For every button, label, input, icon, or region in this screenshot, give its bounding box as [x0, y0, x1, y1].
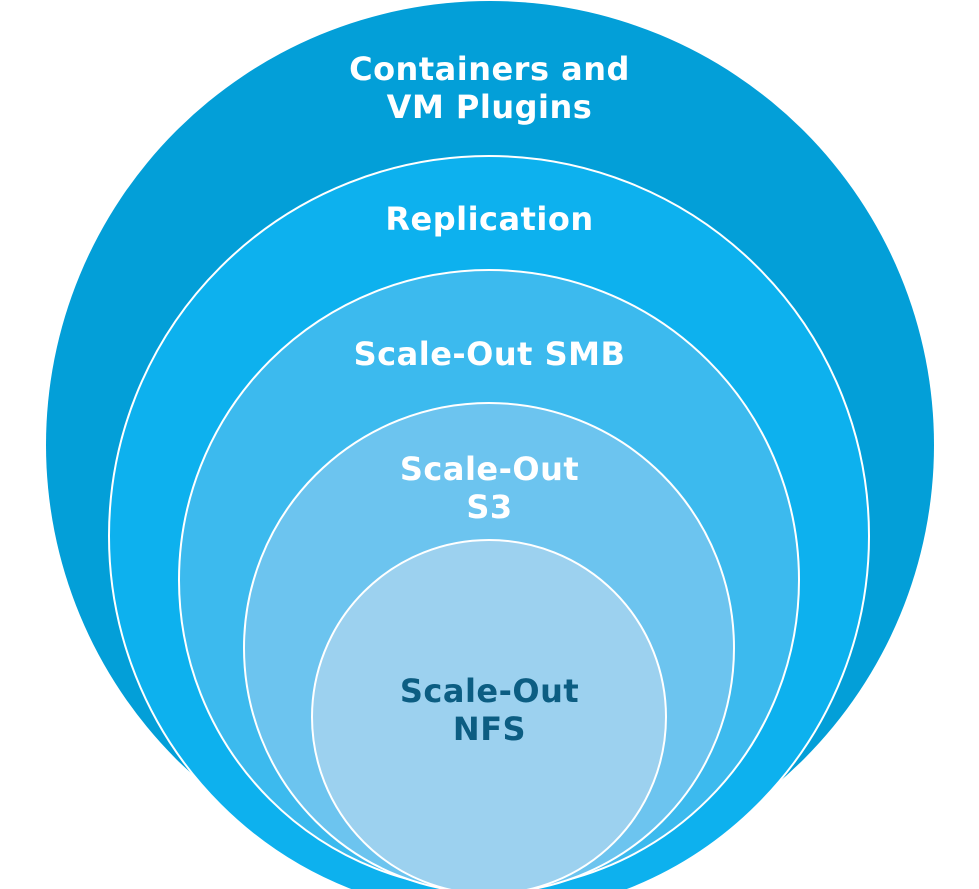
label-line: S3	[466, 488, 513, 526]
circle-scale-out-nfs	[311, 539, 667, 889]
label-line: Containers and	[349, 50, 630, 88]
label-scale-out-smb: Scale-Out SMB	[0, 335, 979, 373]
label-line: Scale-Out SMB	[353, 335, 626, 373]
label-line: NFS	[452, 710, 527, 748]
label-line: Scale-Out	[399, 450, 580, 488]
label-scale-out-s3: Scale-Out S3	[0, 450, 979, 526]
label-line: Scale-Out	[399, 672, 580, 710]
label-containers-vm-plugins: Containers and VM Plugins	[0, 50, 979, 126]
label-replication: Replication	[0, 200, 979, 238]
label-line: VM Plugins	[386, 88, 593, 126]
label-scale-out-nfs: Scale-Out NFS	[0, 672, 979, 748]
label-line: Replication	[385, 200, 594, 238]
